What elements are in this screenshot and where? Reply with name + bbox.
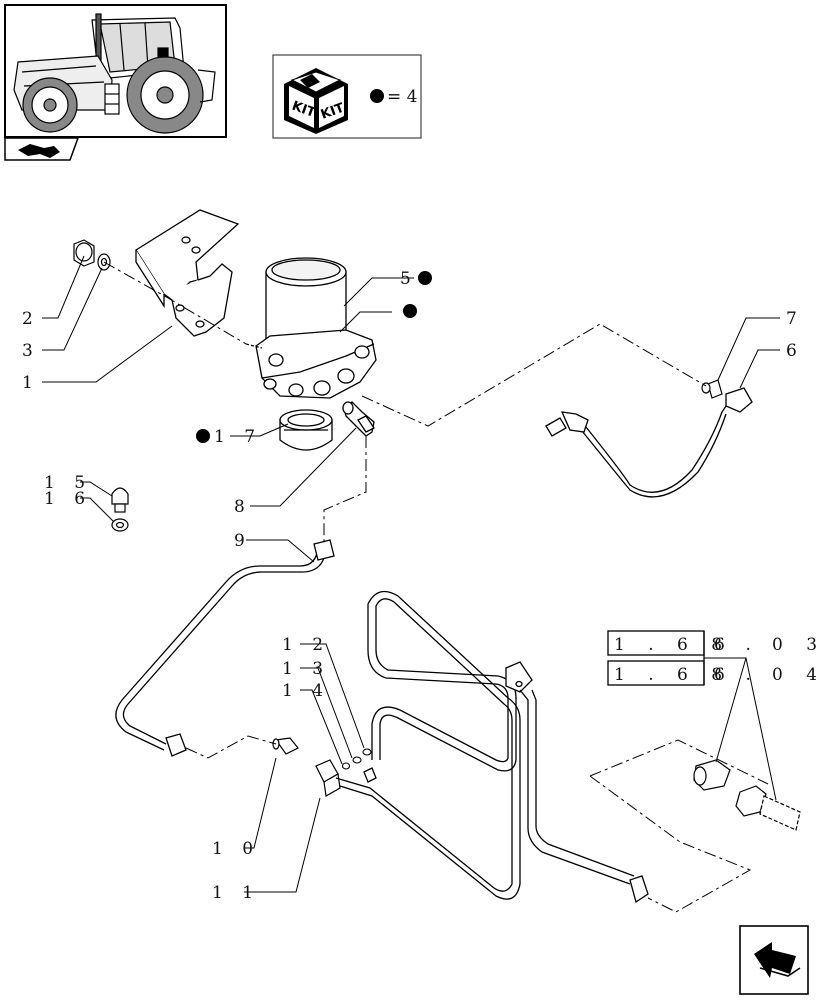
elbow-fitting-part[interactable] <box>342 401 375 437</box>
screw-part[interactable] <box>111 487 129 513</box>
callout-13: 1 3 <box>282 659 330 679</box>
bolt-part[interactable] <box>362 748 372 756</box>
previous-page-icon[interactable] <box>4 137 80 161</box>
routing-dashed-lines <box>103 261 769 913</box>
air-dryer-part[interactable] <box>245 257 377 399</box>
washer-small-part[interactable] <box>352 756 362 764</box>
callout-17-kit-bullet <box>196 429 210 443</box>
callout-1: 1 <box>22 373 40 393</box>
callout-15: 1 5 <box>44 473 92 493</box>
seal-part[interactable] <box>111 518 129 532</box>
bracket-part[interactable] <box>135 209 240 337</box>
callout-11: 1 1 <box>212 883 260 903</box>
air-pipe-part[interactable] <box>115 539 335 757</box>
callout-9: 9 <box>234 531 252 551</box>
callout-2: 2 <box>22 309 40 329</box>
nut-small-part[interactable] <box>341 762 351 770</box>
kit-box-icon: KIT KIT <box>284 68 348 134</box>
callout-16: 1 6 <box>44 489 92 509</box>
callout-labels: 2 3 1 5 1 7 8 9 7 6 1 5 1 6 1 2 1 3 1 4 … <box>22 269 804 903</box>
sensor-cable-part[interactable] <box>545 387 753 498</box>
cap-part[interactable] <box>279 409 333 451</box>
reference-code-2: 1 . 6 8 . <box>614 665 760 685</box>
clamp-part[interactable] <box>315 759 341 797</box>
callout-17: 1 7 <box>214 427 262 447</box>
tractor-overview-icon <box>13 13 216 134</box>
cooling-coil-part[interactable] <box>335 590 649 904</box>
reference-code-1: 1 . 6 8 . <box>614 635 760 655</box>
reference-end-2: 0 4 <box>772 665 816 685</box>
leader-lines <box>42 255 780 893</box>
callout-3: 3 <box>22 341 40 361</box>
callout-10: 1 0 <box>212 839 260 859</box>
callout-4-kit-bullet <box>403 304 417 318</box>
reference-box-2[interactable] <box>607 660 705 686</box>
reference-end-1: 0 3 <box>772 635 816 655</box>
callout-5-kit-bullet <box>418 271 432 285</box>
kit-bullet-icon <box>370 89 384 103</box>
callout-8: 8 <box>234 497 252 517</box>
reference-group[interactable]: 1 . 6 8 . 6 0 3 1 . 6 8 . 6 0 4 <box>607 630 816 686</box>
callout-6: 6 <box>786 341 804 361</box>
kit-legend-box: KIT KIT = 4 <box>272 54 422 139</box>
callout-12: 1 2 <box>282 635 330 655</box>
callout-7: 7 <box>786 309 804 329</box>
connector-part[interactable] <box>272 737 299 755</box>
hose-connector-part[interactable] <box>693 759 801 831</box>
reference-suffix-2: 6 <box>714 665 734 685</box>
callout-14: 1 4 <box>282 681 330 701</box>
callout-5: 5 <box>400 269 418 289</box>
tractor-overview-panel[interactable] <box>4 4 227 138</box>
nut-part[interactable] <box>73 239 95 267</box>
fitting-part[interactable] <box>701 379 723 399</box>
reference-suffix-1: 6 <box>714 635 734 655</box>
kit-quantity: = 4 <box>387 87 417 107</box>
next-page-icon[interactable] <box>739 925 809 995</box>
